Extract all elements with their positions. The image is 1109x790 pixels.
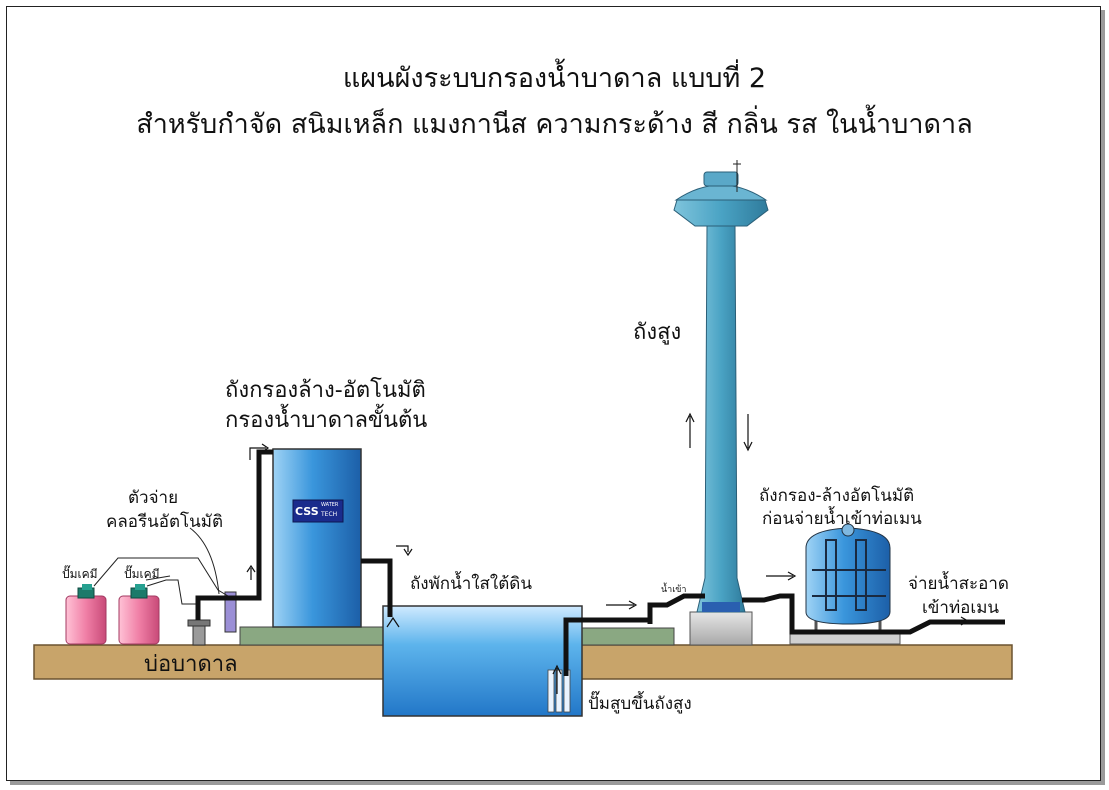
water-inlet-label: น้ำเข้า	[661, 585, 687, 595]
chlorine-label-line2: คลอรีนอัตโนมัติ	[106, 512, 223, 532]
main-pipes	[195, 449, 1005, 676]
clean-water-label-line1: จ่ายน้ำสะอาด	[908, 574, 1009, 594]
well-casing	[192, 625, 206, 646]
chemical-tank-1	[65, 584, 107, 645]
brand-logo-subtext-2: TECH	[321, 511, 338, 518]
final-filter-label-line1: ถังกรอง-ล้างอัตโนมัติ	[759, 486, 915, 506]
primary-filter-tank	[272, 448, 362, 628]
chlorine-label-leader	[189, 527, 220, 595]
well-label: บ่อบาดาล	[144, 652, 238, 677]
final-filter-tank	[805, 523, 891, 634]
lift-pump-label: ปั๊มสูบขึ้นถังสูง	[588, 694, 692, 714]
final-filter-label-line2: ก่อนจ่ายน้ำเข้าท่อเมน	[762, 509, 922, 529]
final-filter-base	[789, 633, 901, 645]
brand-logo-subtext-1: WATER	[321, 502, 339, 508]
brand-logo	[292, 499, 344, 523]
primary-filter-label-line2: กรองน้ำบาดาลขั้นต้น	[225, 408, 428, 433]
brand-logo-text: CSS	[295, 505, 319, 518]
primary-filter-label-line1: ถังกรองล้าง-อัตโนมัติ	[225, 378, 426, 403]
chemical-tank-2	[118, 584, 160, 645]
diagram-subtitle: สำหรับกำจัด สนิมเหล็ก แมงกานีส ความกระด้…	[136, 109, 973, 140]
water-tower	[673, 160, 769, 646]
clean-water-label-line2: เข้าท่อเมน	[922, 598, 1000, 618]
chlorine-label-line1: ตัวจ่าย	[128, 488, 179, 508]
chem-pump-label-1: ปั๊มเคมี	[62, 567, 98, 581]
high-tank-label: ถังสูง	[633, 320, 682, 345]
flow-arrows	[246, 412, 970, 694]
chlorine-feeder	[224, 591, 237, 633]
diagram-title: แผนผังระบบกรองน้ำบาดาล แบบที่ 2	[342, 63, 767, 94]
primary-filter-base	[239, 626, 386, 646]
underground-tank-label: ถังพักน้ำใสใต้ดิน	[410, 574, 532, 594]
chemical-feed-lines	[93, 557, 229, 605]
lift-pump	[547, 669, 571, 713]
chem-pump-label-2: ปั๊มเคมี	[124, 567, 160, 581]
well-head	[187, 619, 211, 627]
pipe-base	[581, 627, 675, 646]
